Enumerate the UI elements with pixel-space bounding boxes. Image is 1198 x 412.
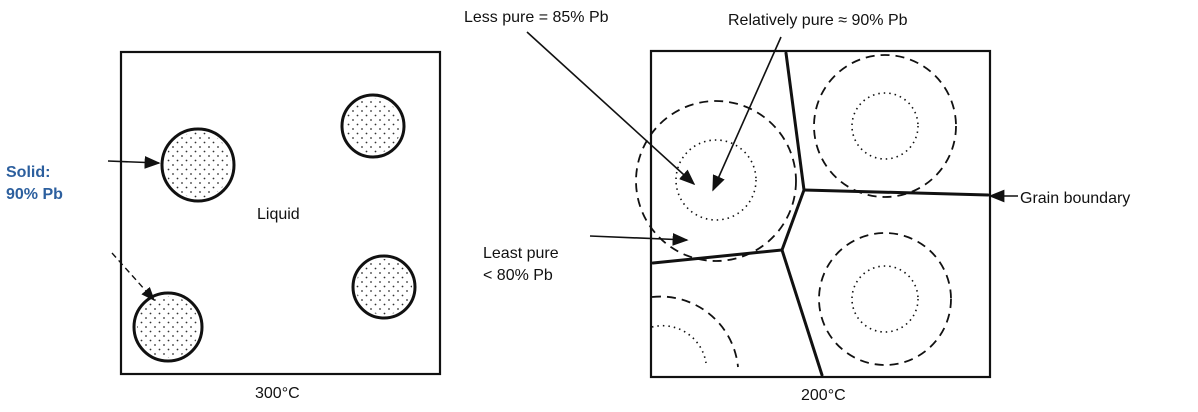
concentric-zone-bottom-left bbox=[651, 295, 739, 368]
grain-boundary-label: Grain boundary bbox=[1020, 190, 1131, 207]
left-panel-frame bbox=[119, 50, 442, 376]
liquid-label: Liquid bbox=[257, 206, 300, 223]
less-pure-label: Less pure = 85% Pb bbox=[464, 9, 609, 26]
least-pure-arrow bbox=[589, 233, 689, 246]
grain-boundaries bbox=[651, 51, 990, 377]
relatively-pure-arrow bbox=[712, 36, 782, 192]
solid-nucleus-3 bbox=[351, 254, 417, 320]
solid-pointer-arrow-dashed bbox=[111, 252, 155, 302]
temperature-300-label: 300°C bbox=[255, 385, 300, 402]
right-panel-frame bbox=[649, 49, 992, 379]
solid-label-line2: 90% Pb bbox=[6, 186, 63, 203]
less-pure-arrow bbox=[526, 31, 696, 186]
solid-nucleus-1 bbox=[160, 127, 236, 203]
least-pure-label-line2: < 80% Pb bbox=[483, 267, 553, 284]
solid-label-line1: Solid: bbox=[6, 164, 51, 181]
solid-nucleus-4 bbox=[132, 291, 204, 363]
solid-nucleus-2 bbox=[340, 93, 406, 159]
concentric-zone-top-left bbox=[635, 100, 797, 262]
temperature-200-label: 200°C bbox=[801, 387, 846, 404]
least-pure-label-line1: Least pure bbox=[483, 245, 559, 262]
relatively-pure-label: Relatively pure ≈ 90% Pb bbox=[728, 12, 908, 29]
solid-pointer-arrow bbox=[107, 156, 161, 169]
concentric-zone-bottom-right bbox=[818, 232, 952, 366]
concentric-zone-top-right bbox=[813, 54, 957, 198]
